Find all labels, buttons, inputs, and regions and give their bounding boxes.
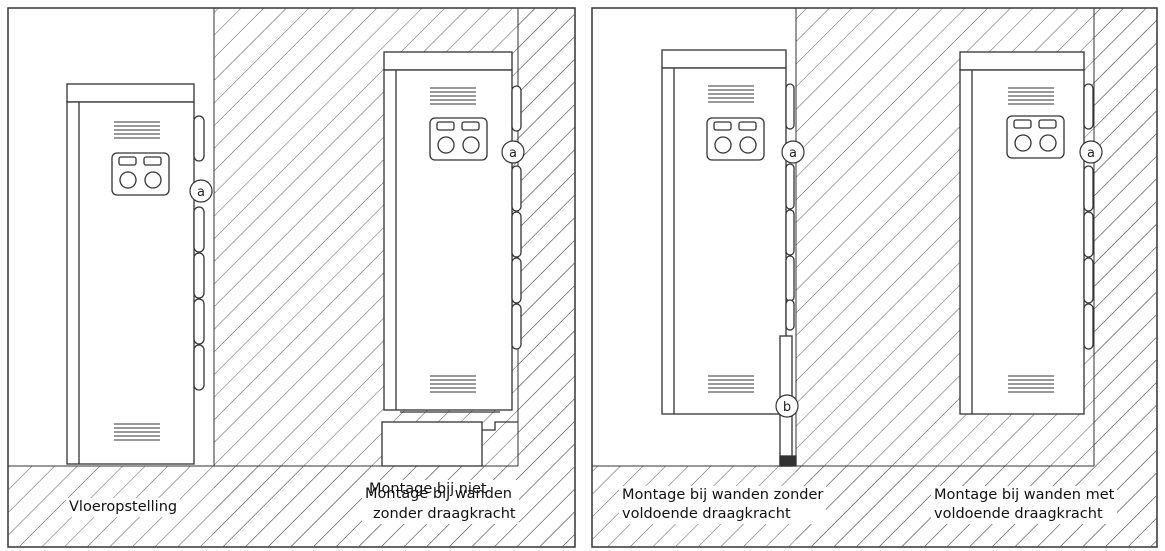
caption-line: Montage bij wanden zonder bbox=[622, 487, 824, 503]
svg-text:a: a bbox=[1087, 146, 1095, 161]
caption-line: Vloeropstelling bbox=[69, 499, 178, 515]
caption-sufficient-bearing: Montage bij wanden met voldoende draagkr… bbox=[931, 486, 1118, 524]
svg-text:a: a bbox=[509, 146, 517, 161]
callout-a-3: a bbox=[781, 140, 805, 164]
svg-text:a: a bbox=[197, 185, 205, 200]
caption-line: Montage bij wanden bbox=[365, 486, 512, 502]
caption-floor: Vloeropstelling bbox=[66, 498, 181, 517]
callout-a-1: a bbox=[189, 179, 213, 203]
caption-line: voldoende draagkracht bbox=[622, 506, 791, 522]
caption-line: voldoende draagkracht bbox=[934, 506, 1103, 522]
caption-line: Montage bij wanden met bbox=[934, 487, 1115, 503]
callout-a-2: a bbox=[501, 140, 525, 164]
drive-unit-supported bbox=[661, 49, 797, 467]
svg-text:b: b bbox=[783, 400, 791, 415]
callout-b: b bbox=[775, 394, 799, 418]
drive-unit-wall bbox=[959, 51, 1094, 415]
caption-no-bearing-wall: Montage bij niet Montage bij wanden zond… bbox=[362, 480, 519, 524]
drive-unit-plinth bbox=[381, 51, 522, 467]
caption-line: Montage bij niet bbox=[369, 481, 487, 497]
callout-a-4: a bbox=[1079, 140, 1103, 164]
caption-line: zonder draagkracht bbox=[373, 506, 516, 522]
drive-unit-floor bbox=[66, 83, 205, 465]
svg-text:a: a bbox=[789, 146, 797, 161]
caption-insufficient-bearing: Montage bij wanden zonder voldoende draa… bbox=[619, 486, 827, 524]
